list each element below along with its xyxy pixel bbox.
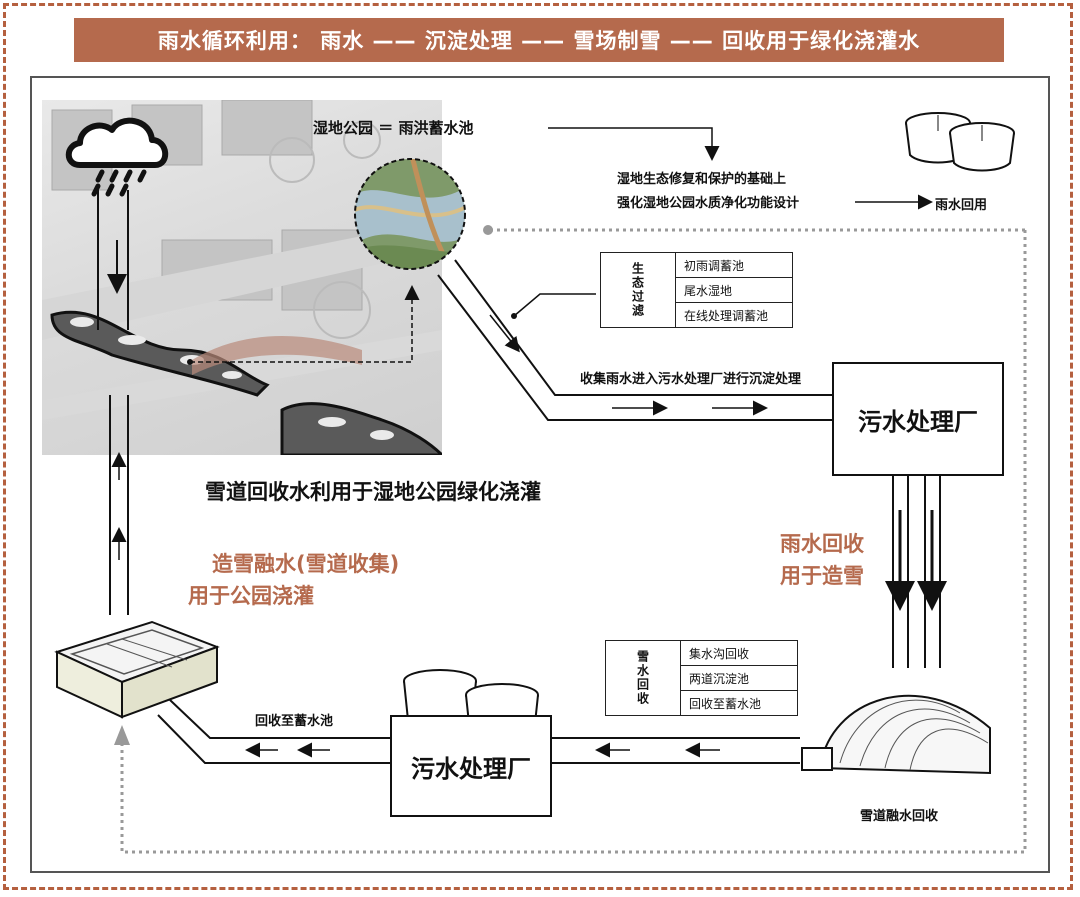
snow-recycle-head: 雪水回收 xyxy=(606,641,681,716)
eco-filter-item: 初雨调蓄池 xyxy=(676,253,793,278)
sewage-plant-upper: 污水处理厂 xyxy=(832,362,1004,476)
wetland-zoom-icon xyxy=(352,156,468,272)
settling-tank-icon xyxy=(52,612,222,722)
meltwater-line-1: 造雪融水(雪道收集) xyxy=(212,548,399,578)
reservoir-icon xyxy=(900,105,1020,175)
snow-recycle-table: 雪水回收 集水沟回收 两道沉淀池 回收至蓄水池 xyxy=(605,640,798,716)
to-reservoir-label: 回收至蓄水池 xyxy=(255,710,333,729)
snow-recycle-item: 集水沟回收 xyxy=(681,641,798,666)
snow-reuse-caption: 雪道回收水利用于湿地公园绿化浇灌 xyxy=(205,476,541,506)
rain-cloud-icon xyxy=(60,110,180,200)
sewage-plant-lower: 污水处理厂 xyxy=(390,715,552,817)
wetland-equation: 湿地公园 ＝ 雨洪蓄水池 xyxy=(313,117,473,138)
meltwater-line-2: 用于公园浇灌 xyxy=(188,580,314,610)
rain-recycle-line-1: 雨水回收 xyxy=(780,528,864,558)
eco-filter-head: 生态过滤 xyxy=(601,253,676,328)
design-line-2: 强化湿地公园水质净化功能设计 xyxy=(617,192,799,211)
snow-melt-label: 雪道融水回收 xyxy=(860,805,938,824)
design-line-1: 湿地生态修复和保护的基础上 xyxy=(617,168,786,187)
collect-rain-text: 收集雨水进入污水处理厂进行沉淀处理 xyxy=(580,368,801,387)
snow-recycle-item: 回收至蓄水池 xyxy=(681,691,798,716)
snow-dome-icon xyxy=(800,668,1000,778)
rain-recycle-line-2: 用于造雪 xyxy=(780,560,864,590)
sewage-plant-upper-label: 污水处理厂 xyxy=(858,402,978,437)
rain-reuse-label: 雨水回用 xyxy=(935,194,987,213)
eco-filter-item: 尾水湿地 xyxy=(676,278,793,303)
snow-recycle-item: 两道沉淀池 xyxy=(681,666,798,691)
sewage-plant-lower-label: 污水处理厂 xyxy=(411,749,531,784)
eco-filter-table: 生态过滤 初雨调蓄池 尾水湿地 在线处理调蓄池 xyxy=(600,252,793,328)
eco-filter-item: 在线处理调蓄池 xyxy=(676,303,793,328)
